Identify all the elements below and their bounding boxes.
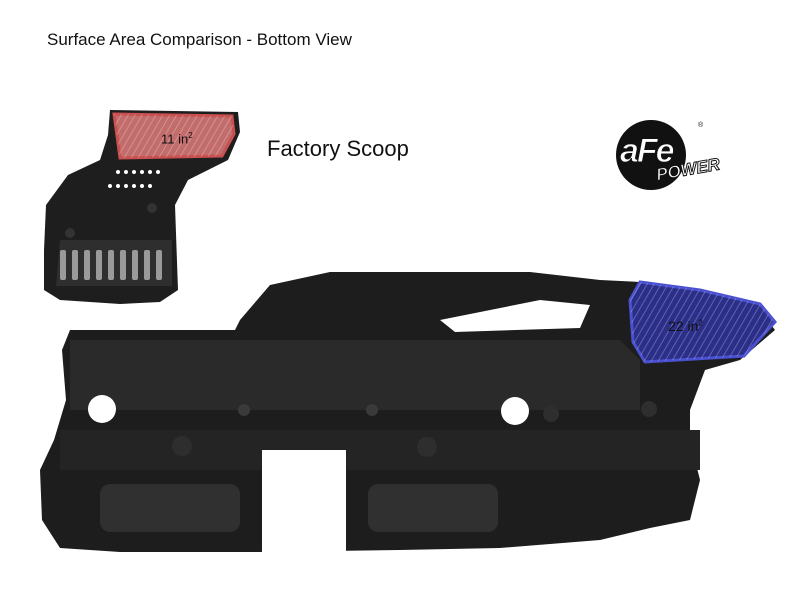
small-area-label: 11 in2 — [161, 131, 193, 147]
factory-scoop — [44, 110, 240, 304]
afe-power-logo: aFe POWER ® — [612, 118, 742, 198]
large-area-label: 22 in2 — [668, 318, 703, 334]
logo-registered-mark: ® — [698, 122, 704, 129]
logo-afe-text: aFe — [620, 132, 676, 171]
factory-scoop-label: Factory Scoop — [267, 136, 409, 161]
page-title: Surface Area Comparison - Bottom View — [47, 30, 352, 49]
afe-scoop — [40, 272, 777, 552]
logo-disc — [616, 120, 686, 190]
